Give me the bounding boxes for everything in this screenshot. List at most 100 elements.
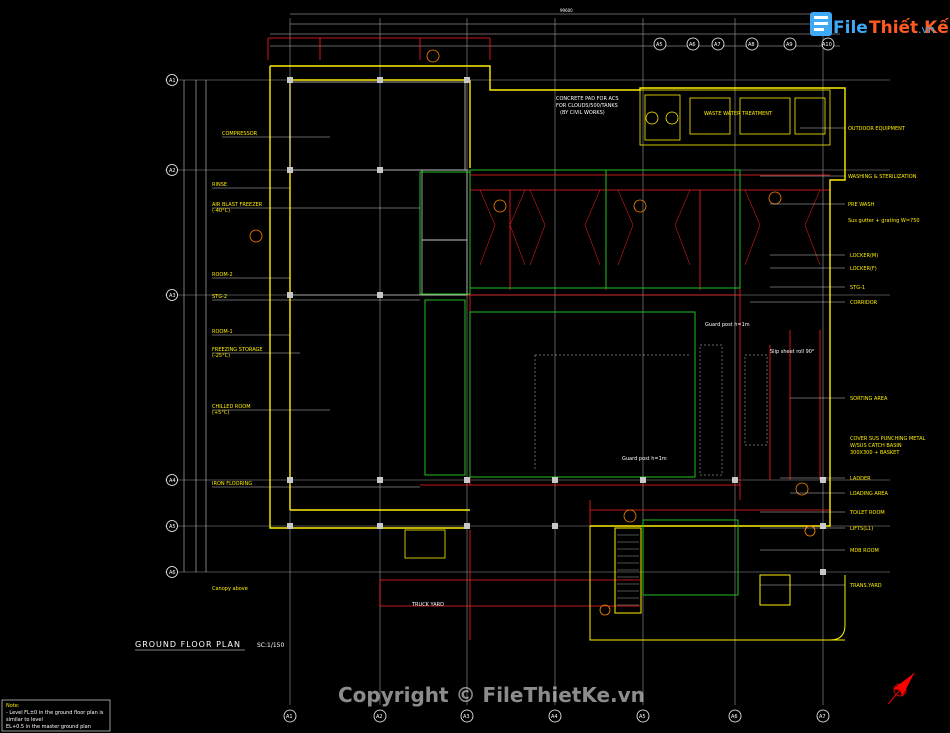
label-concrete-pad-2: FOR CLOUDS/500/TANKS [556, 103, 618, 109]
label-iron-flooring: IRON FLOORING [212, 481, 252, 487]
label-basket: 300X300 + BASKET [850, 450, 900, 456]
grid-bubble-bottom-7: A7 [819, 714, 826, 720]
label-compressor: COMPRESSOR [222, 131, 258, 137]
leader-lines-right [750, 127, 845, 586]
grid-bubble-top-1: A5 [656, 42, 663, 48]
label-air-blast-freezer: AIR BLAST FREEZER [212, 202, 263, 208]
brand-text-suffix: .vn [918, 23, 935, 36]
note-heading: Note: [6, 703, 20, 709]
label-mdb-room: MDB ROOM [850, 548, 879, 554]
label-guard-post-top: Guard post h=1m [705, 322, 750, 328]
brand-text-file: File [833, 18, 868, 38]
grid-bubble-left-1: A1 [169, 78, 176, 84]
sorting-conveyor [534, 344, 768, 476]
label-concrete-pad: CONCRETE PAD FOR ACS [556, 96, 619, 102]
grid-bubble-icon [373, 709, 387, 723]
columns [287, 77, 826, 575]
label-chilled-room: CHILLED ROOM [212, 404, 251, 410]
label-pre-wash: PRE WASH [848, 202, 875, 208]
grid-bubble-icon [686, 37, 700, 51]
grid-bubble-icon [460, 709, 474, 723]
brand-text-thietke: Thiết Kế [869, 17, 949, 38]
label-freezing-temp: (-25°C) [212, 353, 230, 359]
label-locker-f: LOCKER(F) [850, 266, 877, 272]
label-outdoor-equipment: OUTDOOR EQUIPMENT [848, 126, 906, 132]
grid-bubble-icon [283, 709, 297, 723]
grid-bubble-icon [166, 474, 178, 486]
grid-bubble-top-5: A9 [786, 42, 793, 48]
grid-bubble-top-2: A6 [689, 42, 696, 48]
grid-bubble-top-6: A10 [822, 42, 832, 48]
grid-bubble-bottom-1: A1 [286, 714, 293, 720]
grid-bubble-left-5: A5 [169, 524, 176, 530]
label-ladder: LADDER [850, 476, 871, 482]
grid-bubble-top-3: A7 [714, 42, 721, 48]
grid-bubbles-top [653, 37, 835, 51]
label-stg-2: STG-2 [212, 294, 227, 300]
grid-bubble-icon [166, 566, 178, 578]
grid-bubble-left-3: A3 [169, 293, 176, 299]
copyright-watermark: Copyright © FileThietKe.vn [338, 683, 645, 707]
label-corridor: CORRIDOR [850, 300, 878, 306]
label-sorting-area: SORTING AREA [850, 396, 888, 402]
grid-bubble-bottom-2: A2 [376, 714, 383, 720]
label-room-2: ROOM-2 [212, 272, 233, 278]
label-sus-gutter: Sus gutter + grating W=750 [848, 218, 920, 224]
label-air-blast-temp: (-40°C) [212, 208, 230, 214]
grid-bubble-bottom-5: A5 [639, 714, 646, 720]
grid-bubble-top-4: A8 [748, 42, 755, 48]
label-rinse: RINSE [212, 182, 227, 188]
note-line-2: similar to level [6, 717, 43, 723]
grid-bubble-icon [166, 164, 178, 176]
grid-bubble-icon [728, 709, 742, 723]
label-concrete-pad-3: (BY CIVIL WORKS) [560, 110, 605, 116]
grid-bubble-left-6: A6 [169, 570, 176, 576]
label-washing-sterilization: WASHING & STERILIZATION [848, 174, 917, 180]
stair-treads [617, 534, 639, 606]
grid-bubble-left-2: A2 [169, 168, 176, 174]
grid-bubble-icon [548, 709, 562, 723]
grid-bubble-bottom-6: A6 [731, 714, 738, 720]
grid-bubble-bottom-4: A4 [551, 714, 558, 720]
label-slip-sheet: Slip sheet roll 90° [770, 349, 815, 355]
drawing-scale: SC:1/150 [257, 642, 284, 649]
drawing-title: GROUND FLOOR PLAN [135, 640, 241, 649]
grid-bubble-icon [783, 37, 797, 51]
waste-water-treatment-room [639, 89, 831, 146]
grid-bubble-icon [816, 709, 830, 723]
label-truck-yard: TRUCK YARD [411, 602, 444, 608]
grid-bubble-icon [166, 289, 178, 301]
label-canopy: Canopy above [212, 586, 248, 592]
label-cover-sus: COVER SUS PUNCHING METAL [850, 436, 925, 442]
grid-bubbles-bottom [283, 709, 830, 723]
grid-bubble-icon [821, 37, 835, 51]
label-freezing-storage: FREEZING STORAGE [212, 347, 263, 353]
label-locker-m: LOCKER(M) [850, 253, 878, 259]
leader-lines-left [212, 136, 420, 488]
label-chilled-temp: (+5°C) [212, 410, 229, 416]
label-loading-area: LOADING AREA [850, 491, 888, 497]
label-trans-yard: TRANS.YARD [849, 583, 882, 589]
grid-bubble-icon [166, 74, 178, 86]
hip-roof-lines [479, 189, 821, 266]
grid-bubble-icon [711, 37, 725, 51]
label-catch-basin: W/SUS CATCH BASIN [850, 443, 902, 449]
truck-yard [404, 529, 446, 559]
label-waste-water: WASTE WATER TREATMENT [704, 111, 773, 117]
grid-bubble-left-4: A4 [169, 478, 176, 484]
grid-bubble-bottom-3: A3 [463, 714, 470, 720]
left-dimension-chain [183, 80, 207, 572]
grid-bubbles-left [166, 74, 178, 578]
label-guard-post-bottom: Guard post h=1m [622, 456, 667, 462]
note-line-3: EL+0.5 in the master ground plan [6, 724, 91, 730]
note-line-1: - Level FL±0 in the ground floor plan is [6, 710, 104, 716]
label-room-1: ROOM-1 [212, 329, 233, 335]
grid-bubble-icon [166, 520, 178, 532]
processing-room-walls [419, 169, 741, 596]
grid-bubble-icon [745, 37, 759, 51]
note-box [1, 699, 111, 732]
grid-bubble-icon [636, 709, 650, 723]
label-stg-1: STG-1 [850, 285, 865, 291]
top-dimension-label: 99600 [560, 8, 573, 13]
grid-bubble-icon [653, 37, 667, 51]
